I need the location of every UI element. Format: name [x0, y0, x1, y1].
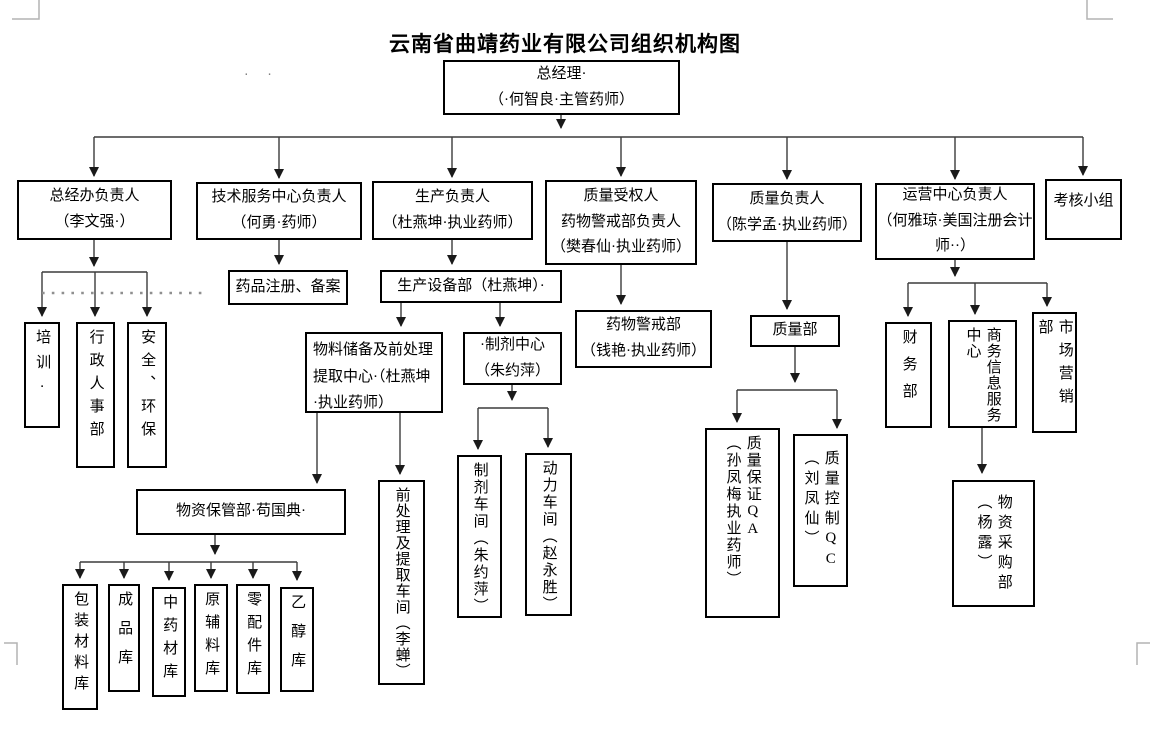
node-preparation-center: ·制剂中心 （朱约萍） — [463, 332, 562, 385]
node-power-workshop: 动力车间（赵永胜） — [525, 453, 572, 616]
node-finance-dept: 财务部 — [885, 322, 932, 428]
node-admin-hr-dept: 行政人事部 — [76, 322, 115, 468]
node-quality-authorized-person: 质量受权人 药物警戒部负责人 （樊春仙·执业药师） — [545, 180, 697, 265]
node-operations-center-head: 运营中心负责人 （何雅琼·美国注册会计师··） — [875, 183, 1035, 260]
node-business-info-service-center: 商务信息服务 中心 — [948, 320, 1017, 428]
node-production-equipment-dept: 生产设备部（杜燕坤）· — [380, 270, 562, 303]
node-drug-registration: 药品注册、备案 — [228, 270, 348, 305]
node-spare-parts-warehouse: 零配件库 — [236, 584, 270, 694]
page-title: 云南省曲靖药业有限公司组织机构图 — [389, 32, 741, 56]
node-assessment-team: 考核小组 — [1045, 179, 1122, 240]
node-training: 培训· — [24, 322, 60, 428]
node-quality-control-qc: 质量控制QC （刘凤仙） — [793, 434, 848, 587]
node-pretreatment-extraction-workshop: 前处理及提取车间（李蝉） — [378, 480, 425, 685]
node-packaging-material-warehouse: 包装材料库 — [62, 584, 98, 710]
formatting-marks: · · — [243, 68, 278, 81]
node-finished-goods-warehouse: 成品库 — [108, 584, 140, 692]
node-marketing-dept: 市场营销部 — [1032, 312, 1077, 433]
node-material-keeping-dept: 物资保管部·苟国典· — [136, 489, 346, 535]
node-safety-environment: 安全、环保 — [127, 322, 167, 468]
node-production-head: 生产负责人 （杜燕坤·执业药师） — [372, 181, 533, 240]
node-quality-head: 质量负责人 （陈学孟·执业药师） — [712, 183, 862, 242]
node-material-purchasing-dept: 物资采购部 （杨露） — [952, 480, 1035, 607]
node-pharmacovigilance-dept: 药物警戒部 （钱艳·执业药师） — [575, 310, 712, 368]
node-tcm-material-warehouse: 中药材库 — [152, 587, 186, 697]
node-ethanol-warehouse: 乙醇库 — [280, 587, 314, 692]
node-quality-dept: 质量部 — [750, 315, 840, 347]
node-preparation-workshop: 制剂车间（朱约萍） — [457, 455, 502, 618]
node-gm-office-head: 总经办负责人 （李文强·） — [17, 180, 172, 240]
node-tech-service-head: 技术服务中心负责人 （何勇·药师） — [196, 182, 362, 240]
node-quality-assurance-qa: 质量保证QA （孙凤梅执业药师） — [705, 428, 780, 618]
node-material-storage-pretreatment-center: 物料储备及前处理提取中心·（杜燕坤·执业药师） — [305, 332, 443, 413]
node-general-manager: 总经理· （·何智良·主管药师） — [443, 60, 680, 115]
node-raw-auxiliary-warehouse: 原辅料库 — [194, 584, 228, 692]
